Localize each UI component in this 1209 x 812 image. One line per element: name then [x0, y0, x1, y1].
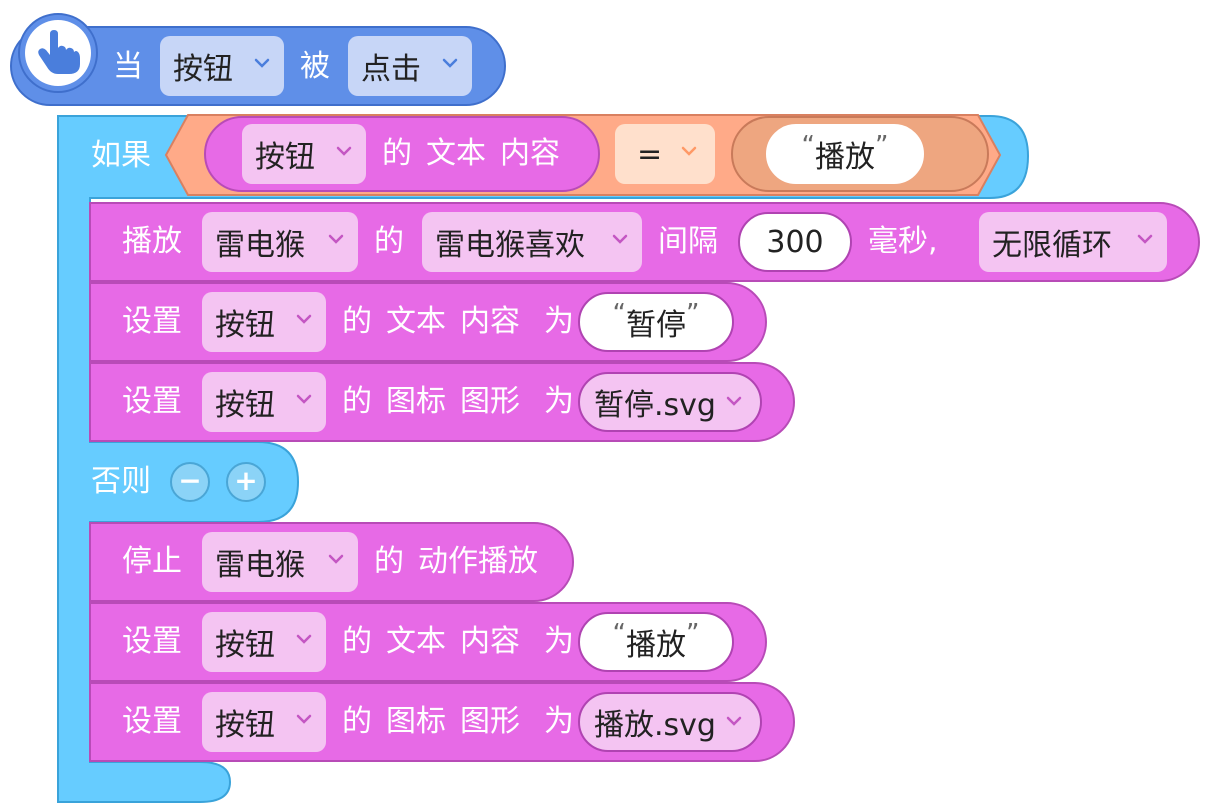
set-text-to-label: 为 — [544, 624, 574, 659]
event-type-dropdown[interactable]: 点击 — [348, 36, 472, 96]
close-quote: ” — [686, 619, 700, 649]
loop-dropdown[interactable]: 无限循环 — [979, 212, 1167, 272]
open-quote: “ — [612, 619, 626, 649]
play-animation-value: 雷电猴喜欢 — [435, 228, 585, 263]
chevron-down-icon — [1137, 234, 1153, 244]
set-text-prop1: 文本 — [386, 304, 446, 339]
set-icon-of-label: 的 — [342, 384, 372, 419]
set-icon-object-value: 按钮 — [215, 708, 275, 743]
chevron-down-icon — [296, 714, 312, 724]
set-icon-prop2: 图形 — [460, 704, 520, 739]
loop-value: 无限循环 — [992, 228, 1112, 263]
set-text-object-value: 按钮 — [215, 308, 275, 343]
set-icon-of-label: 的 — [342, 704, 372, 739]
chevron-down-icon — [726, 396, 742, 406]
event-target-dropdown[interactable]: 按钮 — [160, 36, 284, 96]
set-text-to-label: 为 — [544, 304, 574, 339]
close-quote: ” — [686, 299, 700, 329]
close-quote: ” — [875, 131, 889, 161]
set-icon-verb: 设置 — [122, 704, 182, 739]
play-verb: 播放 — [122, 224, 182, 259]
pointer-hand-icon — [38, 30, 80, 74]
set-text-prop1: 文本 — [386, 624, 446, 659]
set-text-object-dropdown[interactable]: 按钮 — [202, 612, 326, 672]
set-text-value-input[interactable]: “ 播放 ” — [578, 612, 734, 672]
remove-branch-button[interactable]: − — [170, 462, 210, 502]
interval-input[interactable]: 300 — [738, 212, 852, 272]
set-text-of-label: 的 — [342, 624, 372, 659]
set-icon-object-value: 按钮 — [215, 388, 275, 423]
chevron-down-icon — [336, 146, 352, 156]
set-icon-value: 播放.svg — [594, 708, 716, 743]
chevron-down-icon — [254, 58, 270, 68]
interval-value: 300 — [766, 224, 824, 260]
set-text-verb: 设置 — [122, 624, 182, 659]
set-icon-to-label: 为 — [544, 704, 574, 739]
chevron-down-icon — [328, 234, 344, 244]
condition-prop1: 文本 — [426, 136, 486, 171]
condition-object-value: 按钮 — [255, 140, 315, 175]
set-text-object-value: 按钮 — [215, 628, 275, 663]
chevron-down-icon — [726, 716, 742, 726]
set-text-prop2: 内容 — [460, 304, 520, 339]
set-icon-prop1: 图标 — [386, 384, 446, 419]
stop-action-label: 动作播放 — [418, 544, 538, 579]
stop-verb: 停止 — [122, 544, 182, 579]
set-text-value: 暂停 — [626, 308, 686, 343]
set-icon-object-dropdown[interactable]: 按钮 — [202, 692, 326, 752]
chevron-down-icon — [442, 58, 458, 68]
set-icon-value-dropdown[interactable]: 暂停.svg — [578, 372, 762, 432]
chevron-down-icon — [612, 234, 628, 244]
interval-label: 间隔 — [658, 224, 718, 259]
set-text-value-input[interactable]: “ 暂停 ” — [578, 292, 734, 352]
else-label: 否则 — [91, 464, 151, 499]
if-label: 如果 — [91, 138, 151, 173]
play-animation-dropdown[interactable]: 雷电猴喜欢 — [422, 212, 642, 272]
event-target-value: 按钮 — [173, 52, 233, 87]
set-text-of-label: 的 — [342, 304, 372, 339]
set-icon-to-label: 为 — [544, 384, 574, 419]
set-text-value: 播放 — [626, 628, 686, 663]
open-quote: “ — [612, 299, 626, 329]
stop-actor-dropdown[interactable]: 雷电猴 — [202, 532, 358, 592]
chevron-down-icon — [296, 634, 312, 644]
play-of-label: 的 — [374, 224, 404, 259]
chevron-down-icon — [296, 394, 312, 404]
condition-of-label: 的 — [382, 136, 412, 171]
unit-label: 毫秒, — [868, 224, 938, 259]
set-icon-value-dropdown[interactable]: 播放.svg — [578, 692, 762, 752]
open-quote: “ — [801, 131, 815, 161]
play-actor-dropdown[interactable]: 雷电猴 — [202, 212, 358, 272]
set-icon-prop1: 图标 — [386, 704, 446, 739]
operator-dropdown[interactable]: = — [615, 124, 715, 184]
add-branch-button[interactable]: + — [226, 462, 266, 502]
stop-actor-value: 雷电猴 — [215, 548, 305, 583]
condition-object-dropdown[interactable]: 按钮 — [242, 124, 366, 184]
chevron-down-icon — [328, 554, 344, 564]
operator-value: = — [637, 136, 663, 172]
set-icon-value: 暂停.svg — [594, 388, 716, 423]
compare-value-text: 播放 — [815, 140, 875, 175]
compare-value-input[interactable]: “ 播放 ” — [766, 124, 924, 184]
event-type-value: 点击 — [361, 52, 421, 87]
set-text-object-dropdown[interactable]: 按钮 — [202, 292, 326, 352]
when-label: 当 — [113, 49, 143, 84]
passive-label: 被 — [300, 49, 330, 84]
stop-of-label: 的 — [374, 544, 404, 579]
chevron-down-icon — [681, 146, 697, 156]
set-icon-prop2: 图形 — [460, 384, 520, 419]
chevron-down-icon — [296, 314, 312, 324]
set-text-verb: 设置 — [122, 304, 182, 339]
set-icon-verb: 设置 — [122, 384, 182, 419]
play-actor-value: 雷电猴 — [215, 228, 305, 263]
set-icon-object-dropdown[interactable]: 按钮 — [202, 372, 326, 432]
set-text-prop2: 内容 — [460, 624, 520, 659]
condition-prop2: 内容 — [500, 136, 560, 171]
